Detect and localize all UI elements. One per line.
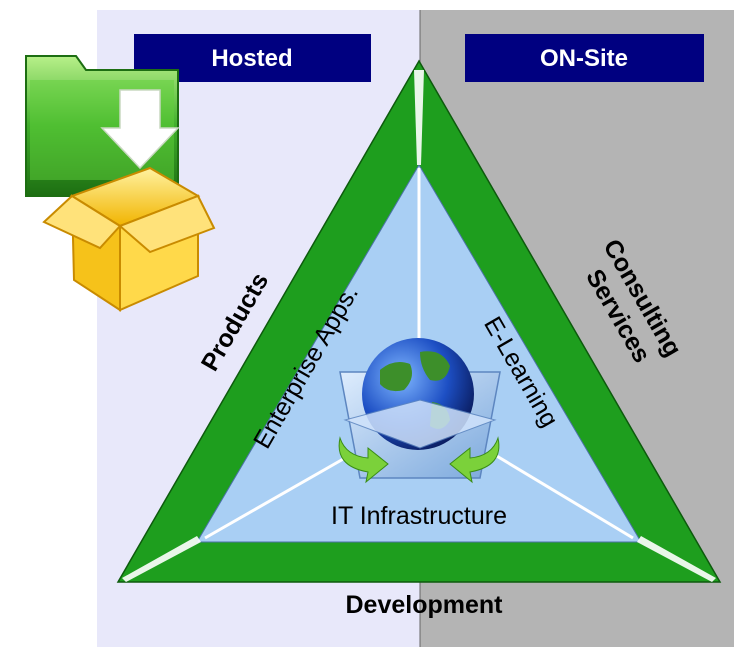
download-folder-box-icon [25, 55, 216, 312]
top-connector [414, 70, 424, 165]
inner-spoke-right [494, 453, 634, 540]
onsite-header: ON-Site [465, 34, 704, 82]
inner-spoke-left [204, 456, 346, 540]
globe-box-icon [338, 338, 501, 484]
edge-label-development: Development [346, 591, 504, 619]
right-connector [637, 536, 716, 582]
inner-label-it-infrastructure: IT Infrastructure [331, 502, 507, 530]
hosted-header-label: Hosted [211, 45, 292, 72]
left-connector [122, 536, 201, 582]
onsite-header-label: ON-Site [540, 45, 628, 72]
